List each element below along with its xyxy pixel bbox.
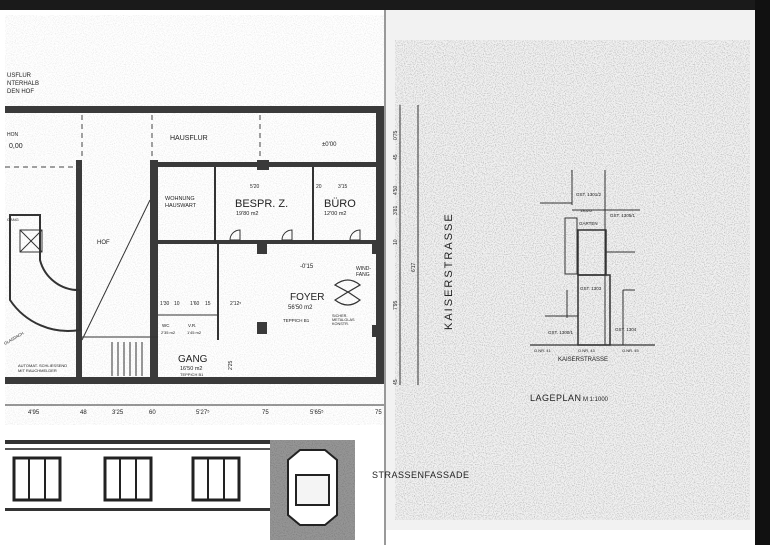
level-foyer: -0'15 xyxy=(300,264,314,270)
site-plan-labels: GST. 1301/2 1302/2 GST. 1305/1 GARTEN GS… xyxy=(530,192,639,403)
room-label-wc: WC xyxy=(162,323,170,328)
room-area-vr: 1'45 m2 xyxy=(187,330,202,335)
wall-top xyxy=(5,106,383,113)
pillar xyxy=(372,240,382,254)
dimension: 20 xyxy=(316,184,322,190)
level-hausflur: ±0'00 xyxy=(322,142,337,148)
facade-label: STRASSENFASSADE xyxy=(372,470,470,480)
dimension: 10 xyxy=(393,239,399,245)
label-windfang: WIND- xyxy=(356,266,371,272)
pillar xyxy=(372,325,382,337)
room-label-foyer: FOYER xyxy=(290,292,324,303)
revolving-door xyxy=(333,279,362,306)
note-line: NTERHALB xyxy=(7,81,39,87)
note-line: DEN HOF xyxy=(7,89,34,95)
site-plan xyxy=(530,170,655,346)
parcel-label: GST. 1304 xyxy=(615,327,637,332)
note-automat: MIT RAUCHMELDER xyxy=(18,368,57,373)
dimension: 45 xyxy=(393,154,399,160)
wall-bottom xyxy=(5,377,383,384)
room-area-bespr: 19'80 m2 xyxy=(236,211,258,217)
level-value: 0,00 xyxy=(9,143,23,150)
dimension: 0'75 xyxy=(393,130,399,140)
label-windfang: FANG xyxy=(356,272,370,278)
room-label-vr: V.R. xyxy=(188,323,196,328)
dimension: 1'30 xyxy=(160,301,170,307)
wall-mid xyxy=(152,240,384,244)
parcel-label: GST. 1303 xyxy=(580,286,602,291)
room-label-wohnung: HAUSWART xyxy=(165,203,197,209)
site-plan-title: LAGEPLAN xyxy=(530,393,582,403)
note-line: USFLUR xyxy=(7,73,32,79)
dimension: 5'65⁵ xyxy=(310,409,324,416)
label-gang-left: GANG xyxy=(7,217,19,222)
wall-hof-right xyxy=(150,160,158,380)
door-swing xyxy=(281,229,293,241)
gang-stairs xyxy=(111,342,143,376)
parcel-label: GST. 1301/2 xyxy=(576,192,602,197)
dimension: 15 xyxy=(205,301,211,307)
dimension: 60 xyxy=(149,410,156,416)
wall-hof-left xyxy=(76,160,82,380)
dimension: 75 xyxy=(262,410,269,416)
door-swing xyxy=(229,229,241,241)
room-area-wc: 2'35 m2 xyxy=(161,330,176,335)
site-plan-scale: M 1:1000 xyxy=(583,397,609,403)
pillar xyxy=(257,240,267,254)
dimension: 7'95 xyxy=(393,300,399,310)
house-number: O.NR. 41 xyxy=(534,348,551,353)
room-area-gang: 16'50 m2 xyxy=(180,366,202,372)
street-facade xyxy=(5,440,355,540)
site-plan-street: KAISERSTRASSE xyxy=(558,357,608,363)
label-sicher: METALGLAS xyxy=(332,318,355,322)
scan-top-edge xyxy=(0,0,770,10)
pillar xyxy=(257,160,269,170)
dimension: 3'15 xyxy=(338,184,348,190)
dimension: 3'25 xyxy=(112,410,124,416)
parcel-label: GST. 1300/1 xyxy=(548,330,574,335)
room-label-hof: HOF xyxy=(97,240,110,246)
lift-shaft xyxy=(19,229,43,253)
room-area-buero: 12'00 m2 xyxy=(324,211,346,217)
dimension: 5'20 xyxy=(250,184,260,190)
dimension: 75 xyxy=(375,410,382,416)
label-sicher: KONSTR. xyxy=(332,322,349,326)
room-label-hausflur: HAUSFLUR xyxy=(170,135,208,142)
label-sicher: SICHER. xyxy=(332,314,347,318)
house-number: O.NR. 45 xyxy=(622,348,639,353)
dimension: 4'50 xyxy=(393,185,399,195)
pillar xyxy=(257,322,267,334)
parcel-label: GARTEN xyxy=(579,221,598,226)
dimension: 2'25 xyxy=(228,360,234,370)
street-label: KAISERSTRASSE xyxy=(443,212,455,330)
dimension: 1'60 xyxy=(190,301,200,307)
left-page-speckle xyxy=(5,15,385,425)
right-page-speckle xyxy=(395,40,750,520)
dimension: 2'12⁵ xyxy=(230,301,241,307)
floor-gang: TEPPICH B1 xyxy=(180,372,204,377)
scan-right-edge xyxy=(755,0,770,545)
parcel-label: 1302/2 xyxy=(580,208,593,213)
level-label: HON xyxy=(7,132,19,138)
dimension: 3'81 xyxy=(393,205,399,215)
door-swing xyxy=(349,229,361,241)
dimension: 6'17 xyxy=(411,262,417,272)
note-automat: AUTOMAT. SCHLIESSEND xyxy=(18,363,67,368)
house-number: O.NR. 43 xyxy=(578,348,595,353)
room-label-buero: BÜRO xyxy=(324,198,356,210)
parcel-label: GST. 1305/1 xyxy=(610,213,636,218)
room-label-gang: GANG xyxy=(178,354,208,365)
room-label-wohnung: WOHNUNG xyxy=(165,196,195,202)
floor-foyer: TEPPICH B1 xyxy=(283,318,310,323)
room-label-bespr: BESPR. Z. xyxy=(235,198,288,210)
dimension: 10 xyxy=(174,301,180,307)
dimension: 45 xyxy=(393,379,399,385)
dimension: 5'27⁵ xyxy=(196,409,210,416)
dimension: 48 xyxy=(80,410,87,416)
room-area-foyer: 56'50 m2 xyxy=(288,305,313,311)
floor-plan: USFLUR NTERHALB DEN HOF HON 0,00 HAUSFLU… xyxy=(3,73,419,416)
dimension: 4'95 xyxy=(28,410,40,416)
spiral-staircase xyxy=(9,214,81,332)
